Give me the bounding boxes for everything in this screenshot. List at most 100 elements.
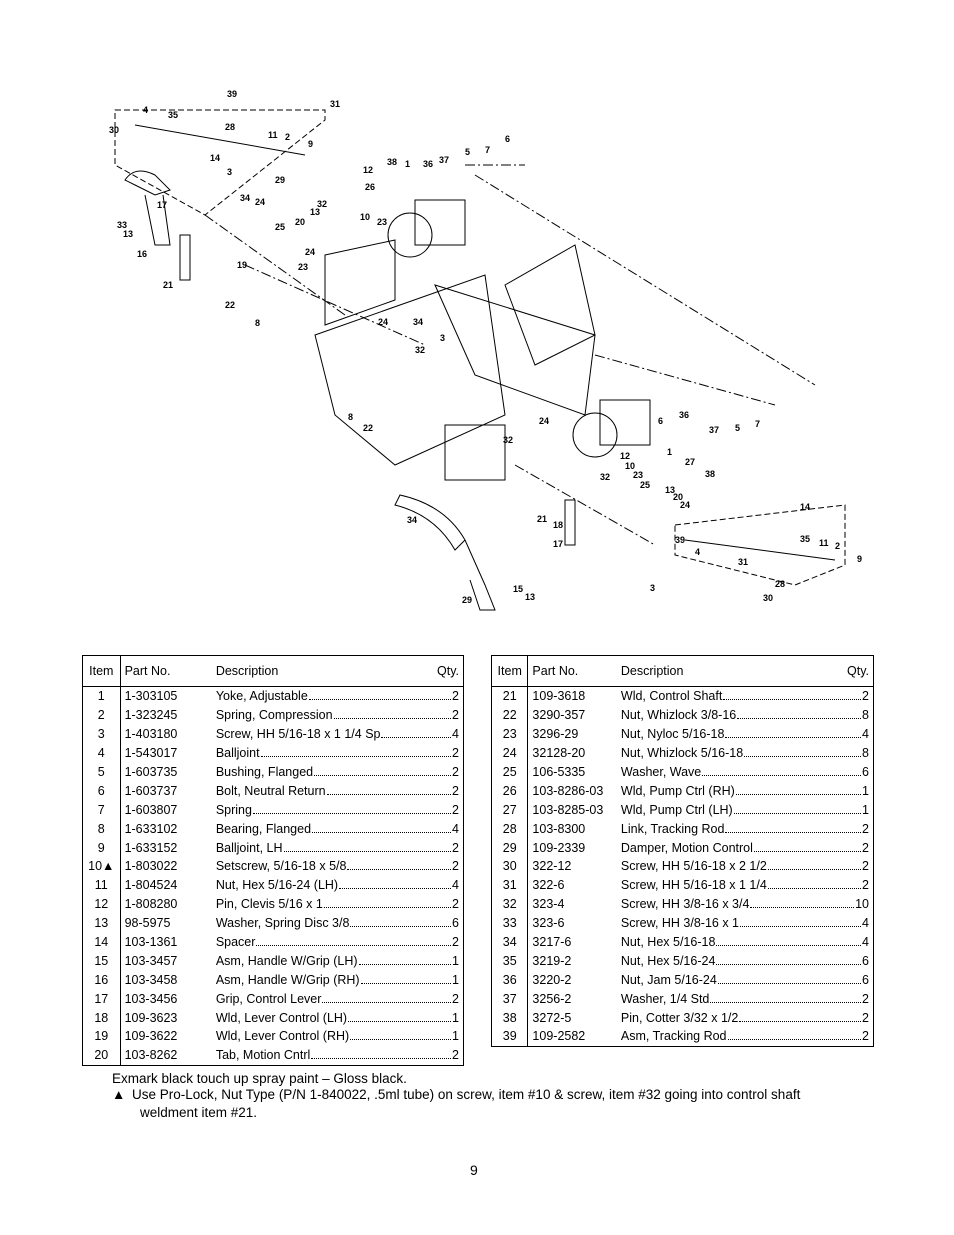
dot-leader	[326, 793, 452, 795]
description-cell: Wld, Pump Ctrl (RH)1	[617, 781, 874, 800]
part-description: Bushing, Flanged	[215, 765, 314, 779]
part-number: 1-633102	[124, 821, 178, 836]
part-number: 103-8300	[532, 821, 586, 836]
part-quantity: 1	[862, 802, 869, 817]
callout-label: 29	[462, 595, 472, 605]
item-number: 1	[82, 686, 121, 706]
callout-label: 5	[465, 147, 470, 157]
part-number: 109-3618	[532, 689, 586, 704]
frame-plate-right	[504, 244, 596, 366]
description-header-label: Description	[620, 664, 684, 678]
part-quantity: 2	[452, 708, 459, 723]
part-quantity: 8	[862, 708, 869, 723]
item-number: 26	[491, 781, 529, 801]
part-number: 1-803022	[124, 859, 178, 874]
item-number: 37	[491, 989, 529, 1009]
dot-leader	[733, 812, 862, 814]
part-description: Screw, HH 5/16-18 x 1 1/4 Sp	[215, 727, 381, 742]
dot-leader	[767, 888, 862, 890]
part-quantity: 1	[452, 1010, 459, 1025]
part-number: 1-403180	[124, 727, 178, 742]
part-description: Nut, Jam 5/16-24	[620, 972, 717, 987]
callout-label: 10	[360, 212, 370, 222]
part-quantity: 2	[862, 1029, 869, 1044]
item-number: 10▲	[82, 857, 121, 876]
callout-label: 20	[295, 217, 305, 227]
description-cell: Wld, Lever Control (LH)1	[212, 1008, 464, 1027]
part-number: 103-3456	[124, 991, 178, 1006]
description-cell: Screw, HH 5/16-18 x 1 1/4 Sp 4	[212, 725, 464, 744]
description-header-label: Description	[215, 664, 279, 678]
callout-label: 27	[685, 457, 695, 467]
callout-label: 3	[650, 583, 655, 593]
part-quantity: 10	[855, 897, 869, 912]
control-shaft-lower	[564, 499, 576, 546]
dot-leader	[333, 718, 452, 720]
part-number: 109-2582	[532, 1029, 586, 1044]
dot-leader	[381, 737, 452, 739]
callout-label: 3	[227, 167, 232, 177]
part-description: Asm, Handle W/Grip (LH)	[215, 953, 358, 968]
dot-leader	[348, 1020, 452, 1022]
part-description: Balljoint	[215, 746, 260, 761]
part-description: Setscrew, 5/16-18 x 5/8	[215, 859, 347, 874]
callout-label: 24	[539, 416, 549, 426]
pump-upper-fan	[387, 212, 433, 258]
part-number: 3219-2	[532, 953, 572, 968]
dot-leader	[753, 850, 862, 852]
callout-label: 36	[679, 410, 689, 420]
tracking-rod-lower	[684, 539, 836, 561]
part-number: 103-8286-03	[532, 783, 604, 798]
dot-leader	[350, 926, 452, 928]
part-quantity: 6	[862, 953, 869, 968]
part-number: 323-6	[532, 916, 565, 931]
dot-leader	[710, 1001, 862, 1003]
callout-label: 5	[735, 423, 740, 433]
callout-label: 10	[625, 461, 635, 471]
dot-leader	[339, 888, 452, 890]
part-description: Spacer	[215, 935, 256, 950]
dot-leader	[737, 718, 862, 720]
dot-leader	[283, 850, 452, 852]
callout-label: 25	[640, 480, 650, 490]
part-quantity: 2	[862, 878, 869, 893]
part-description: Bolt, Neutral Return	[215, 783, 326, 798]
item-number: 4	[82, 743, 121, 763]
item-number: 16	[82, 970, 121, 990]
part-number: 1-603807	[124, 802, 178, 817]
part-description: Grip, Control Lever	[215, 991, 322, 1006]
part-quantity: 4	[452, 727, 459, 742]
callout-label: 9	[308, 139, 313, 149]
qty-column-header: Qty.	[437, 664, 459, 678]
item-number: 3	[82, 724, 121, 744]
callout-label: 19	[237, 260, 247, 270]
callout-label: 24	[305, 247, 315, 257]
callout-label: 21	[537, 514, 547, 524]
item-number: 2	[82, 705, 121, 725]
item-number: 21	[491, 686, 529, 706]
part-quantity: 1	[862, 783, 869, 798]
